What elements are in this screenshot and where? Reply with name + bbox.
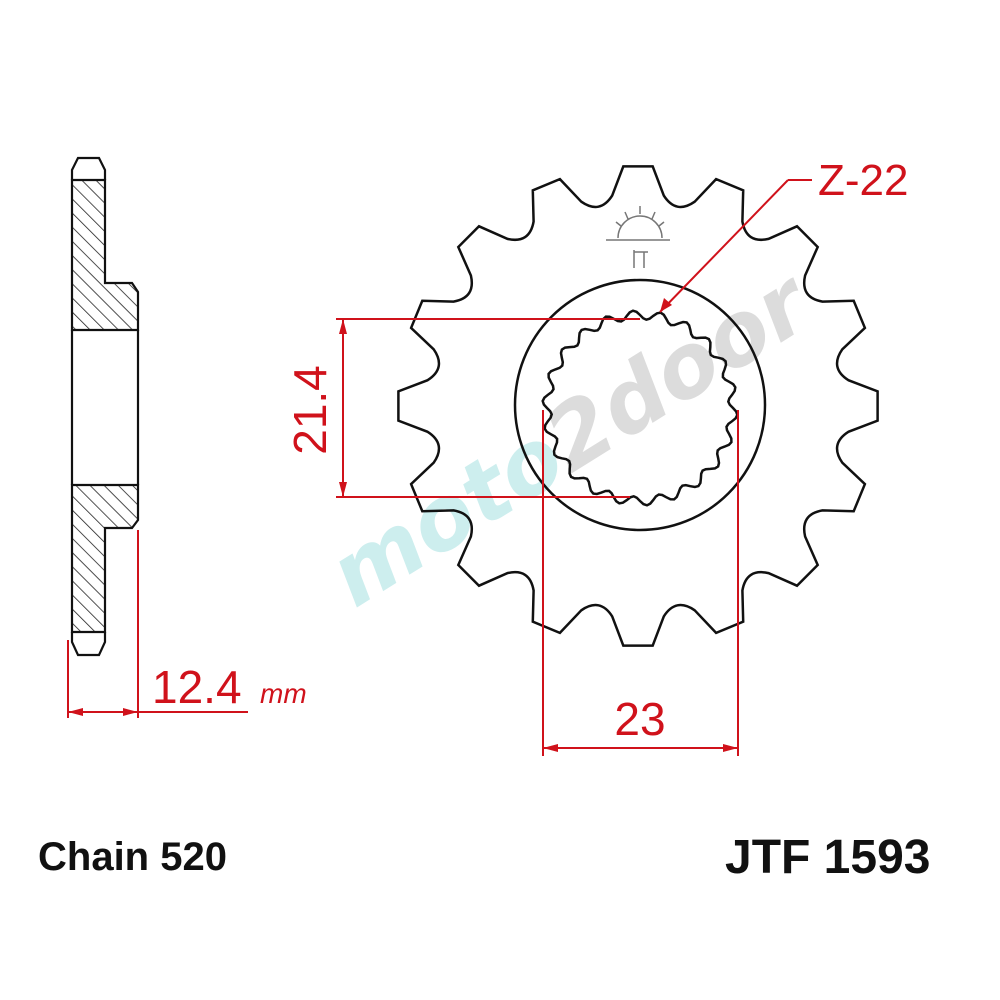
side-view xyxy=(70,156,140,657)
offset-label: 12.4 xyxy=(152,661,242,713)
side-lower-section xyxy=(70,483,140,634)
watermark: moto2door xyxy=(311,249,830,627)
dimension-lines xyxy=(67,179,812,756)
part-number: JTF 1593 xyxy=(725,831,931,884)
side-top-tip xyxy=(70,156,107,180)
front-view xyxy=(397,165,879,647)
hub-circle xyxy=(513,278,767,532)
spline-width-label: 23 xyxy=(614,693,665,745)
spline-height-label: 21.4 xyxy=(284,365,336,455)
svg-text:moto2door: moto2door xyxy=(311,249,830,627)
side-bore xyxy=(70,330,140,485)
sprocket-outline xyxy=(397,165,879,647)
side-upper-section xyxy=(70,178,140,332)
side-bottom-tip xyxy=(70,632,107,657)
chain-label: Chain 520 xyxy=(38,835,227,879)
teeth-count-label: Z-22 xyxy=(818,156,908,205)
offset-unit-label: mm xyxy=(260,678,307,709)
spline-outline xyxy=(541,309,739,507)
jt-logo-icon xyxy=(606,206,670,268)
